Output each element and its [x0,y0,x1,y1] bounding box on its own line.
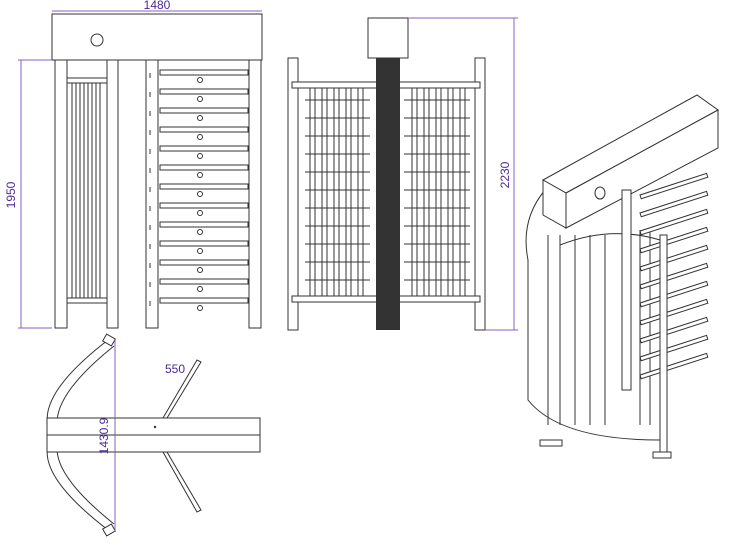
side-right-post [474,57,486,331]
dim-width: 1480 [52,0,262,12]
indicator-light [90,33,104,47]
arm-cap [197,286,203,292]
dim-arm-label: 550 [165,362,185,376]
iso-arm [639,298,709,326]
rotor-arm [159,88,249,95]
gate-post [145,59,159,329]
fence-rail [66,77,108,84]
rotor-arm [159,278,249,285]
side-bar [447,87,454,297]
dim-height-label: 1950 [4,181,18,208]
rotor-arm [159,164,249,171]
iso-arm [639,316,709,344]
iso-arm [639,226,709,254]
arm-cap [197,96,203,102]
arm-cap [197,248,203,254]
rotor-arm [159,69,249,76]
fence-bar [71,82,77,299]
arm-cap [197,267,203,273]
rotor-arm [159,259,249,266]
rotor-arm [159,145,249,152]
arm-cap [197,172,203,178]
rotor-shaft [106,59,119,329]
arm-cap [197,115,203,121]
rotor-arm [159,183,249,190]
dim-height: 1950 [4,59,52,329]
plan-arm-top [162,359,202,419]
arm-cap [197,305,203,311]
side-center-column [376,58,400,330]
iso-arm [639,172,709,200]
left-post [54,59,68,329]
iso-arm [639,244,709,272]
fence-bar [95,82,101,299]
fence-bar [87,82,93,299]
iso-arm [639,334,709,362]
arm-cap [197,77,203,83]
iso-arm [639,262,709,290]
side-left-post [287,57,299,331]
side-bar [345,87,352,297]
arm-cap [197,229,203,235]
iso-arm [639,190,709,218]
rotor-arm [159,240,249,247]
side-bar [321,87,328,297]
iso-arm [639,352,709,380]
arm-cap [197,210,203,216]
side-bar [357,87,364,297]
arm-cap [197,134,203,140]
rotor-arm [159,126,249,133]
side-bar [423,87,430,297]
iso-arm [639,208,709,236]
rotor-arm [159,221,249,228]
right-post [248,59,262,329]
dim-total-height: 2230 [408,17,518,331]
fence-rail [66,297,108,304]
rotor-arm [159,202,249,209]
dim-total-height-label: 2230 [498,161,512,188]
dim-width-label: 1480 [144,0,171,12]
side-view [287,17,486,331]
fence-bar [79,82,85,299]
side-bar [459,87,466,297]
iso-arm [639,280,709,308]
side-bar [309,87,316,297]
side-bar [411,87,418,297]
dim-arc-label: 1430.9 [97,417,111,454]
front-top-housing [51,13,263,61]
rotor-arm [159,107,249,114]
plan-view: 1430.9 550 [46,333,261,537]
front-view [51,13,263,329]
side-top-housing [367,17,409,59]
plan-arm-bottom [162,451,202,513]
side-bar [435,87,442,297]
isometric-view [525,94,719,459]
side-bar [333,87,340,297]
rotor-arm [159,297,249,304]
arm-cap [197,153,203,159]
iso-end-face [542,179,567,229]
arm-cap [197,191,203,197]
